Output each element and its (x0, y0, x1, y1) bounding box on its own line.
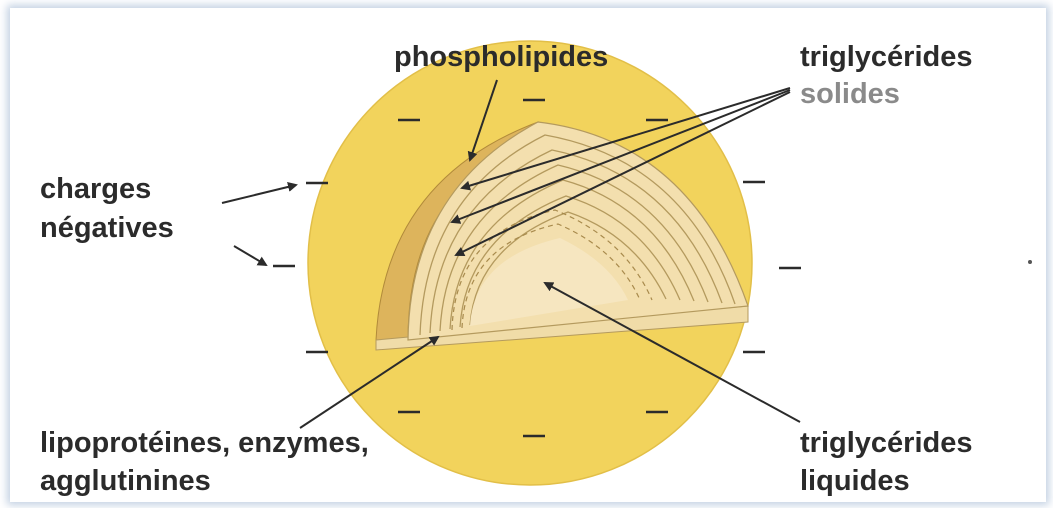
stray-dot (1028, 260, 1032, 264)
label-triglycerides-liquides-line1: triglycérides (800, 427, 972, 459)
label-triglycerides-solides-line1: triglycérides (800, 41, 972, 73)
label-triglycerides-liquides-line2: liquides (800, 465, 910, 497)
label-lipoproteines-line1: lipoprotéines, enzymes, (40, 427, 369, 459)
arrow-charges-1 (222, 185, 296, 203)
label-charges-line2: négatives (40, 212, 174, 244)
label-triglycerides-solides-line2: solides (800, 78, 900, 110)
arrow-charges-2 (234, 246, 266, 265)
label-charges-line1: charges (40, 173, 151, 205)
label-lipoproteines-line2: agglutinines (40, 465, 211, 497)
label-phospholipides: phospholipides (394, 41, 608, 73)
